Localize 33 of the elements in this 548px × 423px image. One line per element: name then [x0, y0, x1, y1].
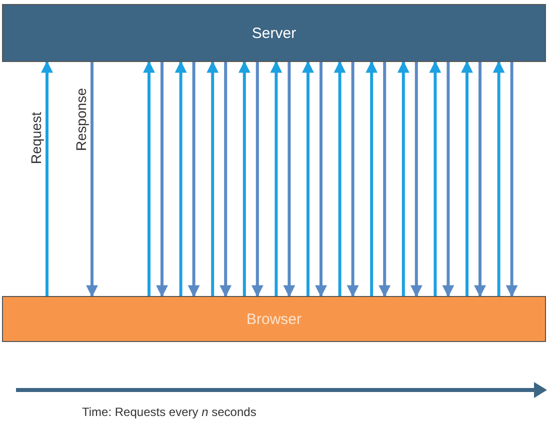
arrow — [86, 62, 98, 298]
arrow — [220, 62, 232, 298]
arrow — [346, 62, 359, 298]
arrow — [429, 60, 442, 296]
node-title: Server — [252, 24, 296, 42]
arrow — [442, 62, 454, 298]
arrow — [315, 62, 327, 298]
arrow — [366, 60, 378, 296]
arrow — [397, 60, 410, 296]
arrow — [492, 60, 505, 296]
arrow — [270, 60, 282, 296]
arrow — [506, 62, 518, 298]
arrow — [206, 60, 219, 296]
arrow — [188, 62, 200, 298]
arrow — [174, 60, 187, 296]
arrow — [378, 62, 391, 298]
arrow — [461, 60, 473, 296]
arrow — [474, 62, 486, 298]
arrow — [143, 60, 155, 296]
arrow — [410, 62, 422, 298]
browser-bar — [2, 296, 546, 342]
axis-label: Time: Requests every n seconds — [82, 405, 256, 419]
arrow — [156, 62, 168, 298]
arrow — [283, 62, 296, 298]
edge-label: Response — [73, 88, 89, 152]
arrow — [238, 60, 250, 296]
arrow — [251, 62, 264, 298]
node-title: Browser — [246, 310, 302, 328]
arrow — [334, 60, 346, 296]
arrow — [41, 60, 53, 296]
server-bar — [2, 4, 546, 62]
edge-label: Request — [28, 112, 44, 164]
arrow — [302, 60, 314, 296]
